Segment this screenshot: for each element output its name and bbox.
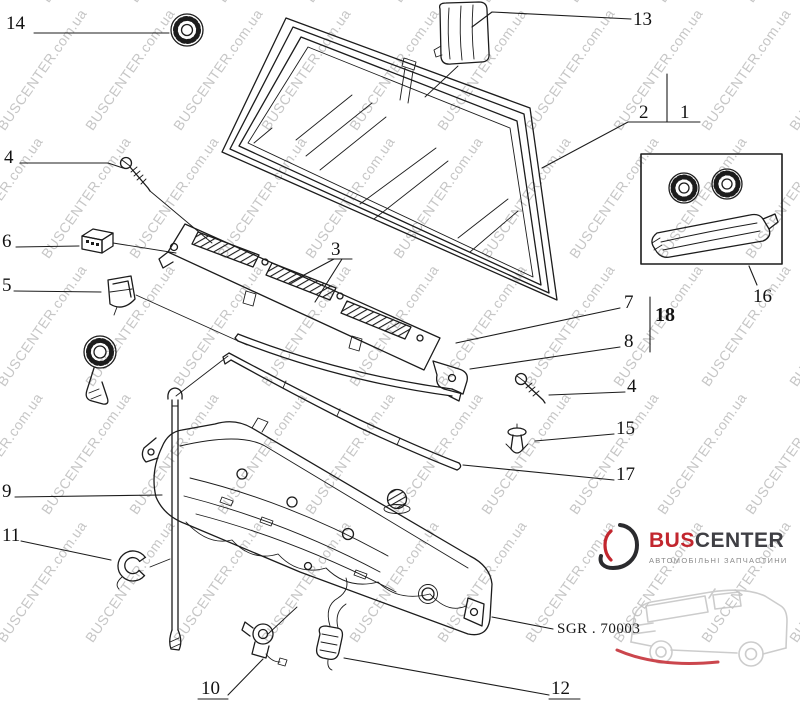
part-label-8: 8 (624, 331, 634, 352)
seal-strip-7-8-drawing (234, 333, 468, 402)
molding-17-drawing (222, 352, 462, 471)
part-label-4-left: 4 (4, 147, 14, 168)
cover-13-drawing (433, 1, 490, 65)
part-label-17: 17 (616, 464, 635, 485)
logo-brand-center: CENTER (694, 529, 785, 552)
grommet-14-drawing (170, 13, 204, 47)
grommet-11-drawing (116, 550, 146, 590)
part-label-9: 9 (2, 481, 12, 502)
part-label-4-right: 4 (627, 376, 637, 397)
part-label-11: 11 (2, 525, 21, 546)
buscenter-logo: BUSCENTER АВТОМОБІЛЬНІ ЗАПЧАСТИНИ (596, 522, 788, 572)
part-6-drawing (81, 228, 114, 254)
part-label-1: 1 (680, 102, 690, 123)
leader-lines (13, 11, 758, 700)
cowl-vent-panel-drawing (158, 223, 441, 371)
part-label-2: 2 (639, 102, 649, 123)
logo-brand: BUSCENTER (649, 529, 788, 553)
connector-12-drawing (315, 625, 344, 671)
van-sketch (615, 588, 788, 667)
lower-panel-drawing (141, 417, 493, 636)
windshield-drawing (221, 17, 558, 301)
part-label-14: 14 (6, 13, 25, 34)
construction-lines (112, 65, 459, 635)
loop-seal-drawing (83, 335, 117, 405)
clip-5-drawing (107, 275, 136, 316)
part-label-18: 18 (655, 304, 675, 326)
screw-4-left-drawing (119, 156, 151, 192)
part-label-16: 16 (753, 286, 772, 307)
part-label-3: 3 (331, 239, 341, 260)
part-label-15: 15 (616, 418, 635, 439)
screw-4-right-drawing (514, 372, 546, 404)
part-label-6: 6 (2, 231, 12, 252)
logo-brand-bus: BUS (649, 529, 695, 552)
sensor-10-drawing (241, 621, 288, 667)
logo-mark-icon (598, 523, 640, 571)
part-label-12: 12 (551, 678, 570, 699)
kit-box-16-drawing (640, 153, 783, 265)
drawing-code: SGR . 70003 (557, 621, 641, 637)
logo-text: BUSCENTER АВТОМОБІЛЬНІ ЗАПЧАСТИНИ (649, 529, 788, 565)
part-label-5: 5 (2, 275, 12, 296)
logo-tagline: АВТОМОБІЛЬНІ ЗАПЧАСТИНИ (649, 556, 788, 565)
rod-9-drawing (167, 387, 183, 651)
clip-15-drawing (505, 423, 529, 454)
part-label-13: 13 (633, 9, 652, 30)
part-label-7: 7 (624, 292, 634, 313)
part-label-10: 10 (201, 678, 220, 699)
